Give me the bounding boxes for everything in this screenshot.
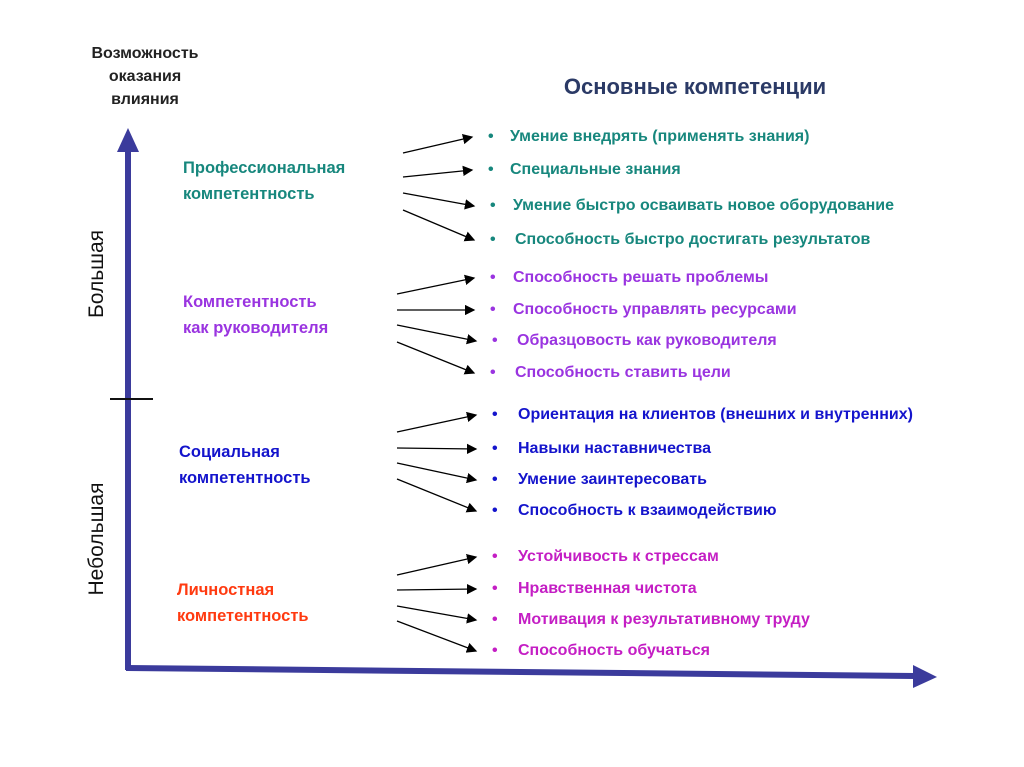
competency-item-text: Способность управлять ресурсами	[513, 301, 797, 318]
competency-item: • Мотивация к результативному труду	[492, 611, 810, 629]
connector-arrow	[396, 620, 478, 653]
bullet-icon: •	[492, 502, 498, 519]
competency-item: • Устойчивость к стрессам	[492, 548, 719, 566]
competency-item-text: Способность к взаимодействию	[518, 502, 777, 519]
competency-item: • Ориентация на клиентов (внешних и внутр…	[492, 406, 913, 424]
competency-item: • Способность решать проблемы	[490, 269, 768, 287]
bullet-icon: •	[492, 440, 498, 457]
bullet-icon: •	[488, 128, 494, 145]
connector-arrow	[396, 274, 476, 295]
bullet-icon: •	[492, 642, 498, 659]
connector-arrow	[396, 324, 478, 345]
connector-arrow	[402, 133, 474, 154]
bullet-icon: •	[490, 269, 496, 286]
group-label: Компетентность как руководителя	[183, 289, 328, 341]
group-label-line: компетентность	[183, 185, 315, 203]
bullet-icon: •	[488, 161, 494, 178]
group-label-line: как руководителя	[183, 319, 329, 337]
bullet-icon: •	[490, 231, 496, 248]
competency-item-text: Умение заинтересовать	[518, 471, 707, 488]
competency-item-text: Мотивация к результативному труду	[518, 611, 810, 628]
competency-item-text: Умение внедрять (применять знания)	[510, 128, 810, 145]
bullet-icon: •	[492, 611, 498, 628]
competency-item-text: Способность обучаться	[518, 642, 711, 659]
competency-item-text: Навыки наставничества	[518, 440, 712, 457]
level-low-label: Небольшая	[85, 482, 108, 596]
competency-item-text: Нравственная чистота	[518, 580, 697, 597]
competency-item-text: Способность решать проблемы	[513, 269, 769, 286]
group-label-line: Профессиональная	[183, 159, 346, 177]
group-label-line: компетентность	[179, 469, 311, 487]
competency-item: • Умение заинтересовать	[492, 471, 707, 489]
competency-item: • Навыки наставничества	[492, 440, 711, 458]
competency-item: • Способность управлять ресурсами	[490, 301, 797, 319]
competency-item-text: Ориентация на клиентов (внешних и внутре…	[518, 406, 913, 423]
group-label-line: Социальная	[179, 443, 280, 461]
level-high-label: Большая	[85, 229, 108, 319]
competency-item-text: Образцовость как руководителя	[517, 332, 777, 349]
horizontal-axis	[125, 665, 916, 679]
connector-arrow	[402, 165, 474, 178]
connector-arrow	[396, 605, 478, 624]
connector-arrow	[396, 411, 478, 433]
bullet-icon: •	[492, 406, 498, 423]
axis-header-line: оказания	[108, 68, 182, 85]
connector-arrow	[402, 209, 476, 242]
horizontal-axis-arrowhead	[913, 665, 937, 688]
competency-item-text: Способность ставить цели	[515, 364, 731, 381]
bullet-icon: •	[490, 364, 496, 381]
diagram-title: Основные компетенции	[563, 74, 827, 99]
competency-item-text: Специальные знания	[510, 161, 681, 178]
competency-item: • Умение внедрять (применять знания)	[488, 128, 809, 146]
competency-item: • Способность обучаться	[492, 642, 710, 660]
connector-arrow	[402, 192, 476, 210]
axis-header: Возможность оказания влияния	[60, 42, 230, 111]
bullet-icon: •	[492, 332, 498, 349]
competency-item: • Способность ставить цели	[490, 364, 731, 382]
competency-item: • Образцовость как руководителя	[492, 332, 777, 350]
axis-header-line: Возможность	[91, 45, 199, 62]
competency-item: • Способность к взаимодействию	[492, 502, 777, 520]
competency-item: • Способность быстро достигать результато…	[490, 231, 870, 249]
bullet-icon: •	[490, 197, 496, 214]
connector-arrow	[396, 478, 478, 513]
connector-arrow	[396, 553, 478, 576]
bullet-icon: •	[492, 580, 498, 597]
competency-item-text: Умение быстро осваивать новое оборудован…	[513, 197, 894, 214]
competency-item: • Специальные знания	[488, 161, 681, 179]
connector-arrow	[396, 443, 478, 455]
connector-arrow	[396, 341, 476, 375]
group-label: Социальная компетентность	[179, 439, 311, 491]
vertical-axis-arrowhead	[117, 128, 139, 152]
connector-arrow	[396, 462, 478, 484]
group-label: Личностная компетентность	[177, 577, 309, 629]
group-label: Профессиональная компетентность	[183, 155, 345, 207]
competency-item: • Нравственная чистота	[492, 580, 697, 598]
bullet-icon: •	[492, 548, 498, 565]
group-label-line: Личностная	[177, 581, 275, 599]
competency-item-text: Устойчивость к стрессам	[518, 548, 719, 565]
group-label-line: Компетентность	[183, 293, 317, 311]
connector-arrow	[396, 583, 478, 595]
competency-item: • Умение быстро осваивать новое оборудова…	[490, 197, 894, 215]
axis-header-line: влияния	[111, 91, 179, 108]
competency-item-text: Способность быстро достигать результатов	[515, 231, 871, 248]
bullet-icon: •	[490, 301, 496, 318]
bullet-icon: •	[492, 471, 498, 488]
group-label-line: компетентность	[177, 607, 309, 625]
